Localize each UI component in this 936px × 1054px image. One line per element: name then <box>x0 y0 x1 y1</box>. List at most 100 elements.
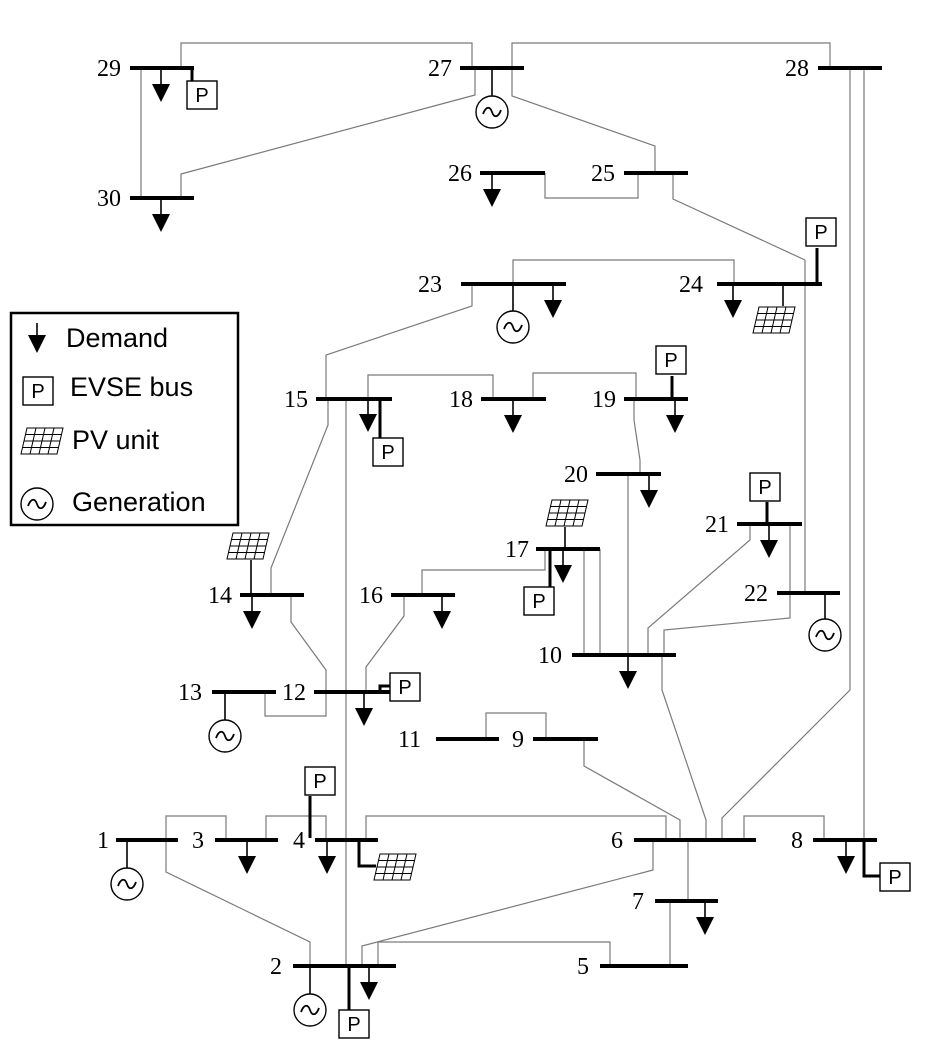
bus-label-7: 7 <box>632 889 644 915</box>
generator-icon-bus-27 <box>475 70 509 129</box>
bus-label-9: 9 <box>512 727 524 753</box>
evse-symbol: P <box>664 350 677 372</box>
transmission-lines <box>140 42 865 966</box>
bus-label-23: 23 <box>418 272 442 298</box>
pv-unit-icon-bus-14 <box>226 532 270 593</box>
bus-label-29: 29 <box>97 56 121 82</box>
bus-label-13: 13 <box>178 680 202 706</box>
legend-pv-label: PV unit <box>72 425 160 455</box>
line-15-14 <box>270 399 329 595</box>
demand-arrow-icon-bus-15 <box>359 401 377 432</box>
line-24-25 <box>672 173 806 261</box>
line-25-27 <box>511 68 656 173</box>
line-2-5 <box>377 941 611 966</box>
pv-unit-icon-bus-24 <box>752 286 796 334</box>
evse-symbol: P <box>888 867 901 889</box>
line-25-26 <box>544 173 639 199</box>
line-4-6 <box>365 815 667 840</box>
demand-arrow-icon-bus-30 <box>152 200 170 232</box>
line-27-30 <box>180 68 476 198</box>
evse-symbol: P <box>313 771 326 793</box>
bus-bars <box>116 66 882 968</box>
line-6-8 <box>743 815 825 840</box>
legend-generation-label: Generation <box>72 487 206 517</box>
generator-icon-bus-2 <box>293 968 327 1027</box>
demand-arrow-icon-bus-2 <box>360 968 378 1000</box>
line-6-28 <box>721 68 851 840</box>
legend-demand-label: Demand <box>66 323 168 353</box>
legend: Demand P EVSE bus PV unit Generation <box>9 311 240 527</box>
demand-arrow-icon-bus-7 <box>696 903 714 935</box>
pv-units <box>226 286 796 881</box>
evse-bus-24: P <box>805 217 837 282</box>
bus-label-18: 18 <box>449 387 473 413</box>
line-18-19 <box>532 372 637 399</box>
legend-pv-icon <box>20 427 64 455</box>
demand-arrow-icon-bus-12 <box>355 694 373 726</box>
bus-label-12: 12 <box>282 680 306 706</box>
evse-bus-19: P <box>655 345 687 397</box>
bus-label-3: 3 <box>192 828 204 854</box>
evse-symbol: P <box>532 591 545 613</box>
evse-bus-15: P <box>372 401 404 467</box>
bus-label-14: 14 <box>208 583 232 609</box>
line-6-9 <box>583 739 681 840</box>
evse-symbol: P <box>814 222 827 244</box>
bus-label-1: 1 <box>97 828 109 854</box>
bus-label-28: 28 <box>785 56 809 82</box>
demand-arrow-icon-bus-26 <box>483 175 501 207</box>
demand-arrow-icon-bus-8 <box>837 842 855 874</box>
bus-label-15: 15 <box>284 387 308 413</box>
bus-label-2: 2 <box>270 954 282 980</box>
line-16-17 <box>421 549 546 595</box>
line-9-11 <box>485 712 547 739</box>
legend-demand-arrow-icon <box>28 323 46 353</box>
demand-arrow-icon-bus-20 <box>640 476 658 508</box>
bus-label-25: 25 <box>591 161 615 187</box>
demand-arrow-icon-bus-14 <box>243 597 261 629</box>
demand-arrow-icon-bus-19 <box>666 401 684 433</box>
generators <box>110 70 842 1027</box>
bus-label-26: 26 <box>448 161 472 187</box>
evse-bus-21: P <box>749 472 781 522</box>
bus-label-17: 17 <box>505 537 529 563</box>
evse-bus-17: P <box>523 551 555 616</box>
evse-bus-4: P <box>304 766 336 838</box>
bus-label-21: 21 <box>705 512 729 538</box>
line-15-23 <box>325 284 473 399</box>
legend-box <box>9 311 240 527</box>
line-1-3 <box>165 815 227 840</box>
bus-label-16: 16 <box>359 583 383 609</box>
bus-label-22: 22 <box>744 581 768 607</box>
evse-bus-2: P <box>338 968 370 1039</box>
generator-icon-bus-1 <box>110 842 144 901</box>
bus-label-30: 30 <box>97 186 121 212</box>
bus-label-20: 20 <box>564 462 588 488</box>
bus-label-6: 6 <box>611 828 623 854</box>
line-2-6 <box>361 840 654 966</box>
demand-arrow-icon-bus-29 <box>152 70 170 102</box>
bus-label-27: 27 <box>428 56 452 82</box>
line-10-21 <box>647 524 751 655</box>
line-23-24 <box>512 259 735 284</box>
generator-icon-bus-13 <box>208 694 242 753</box>
evse-symbol: P <box>195 85 208 107</box>
bus-label-8: 8 <box>791 828 803 854</box>
pv-unit-icon-bus-17 <box>545 499 589 547</box>
demand-arrow-icon-bus-21 <box>760 526 778 558</box>
legend-generation-icon <box>20 487 54 521</box>
line-27-28 <box>511 42 831 68</box>
bus-label-19: 19 <box>592 387 616 413</box>
demand-arrow-icon-bus-23 <box>544 286 562 318</box>
line-10-22 <box>663 524 791 655</box>
svg-text:P: P <box>31 381 44 403</box>
bus-labels: 1 2 3 4 5 6 7 8 9 10 11 12 13 14 15 16 1… <box>97 56 809 980</box>
line-12-16 <box>365 595 405 692</box>
pv-unit-icon-bus-4 <box>357 842 417 881</box>
demand-arrow-icon-bus-24 <box>724 286 742 318</box>
demand-arrow-icon-bus-4 <box>318 842 336 874</box>
line-1-2 <box>165 840 311 966</box>
bus-label-4: 4 <box>293 828 305 854</box>
legend-evse-label: EVSE bus <box>70 372 193 402</box>
